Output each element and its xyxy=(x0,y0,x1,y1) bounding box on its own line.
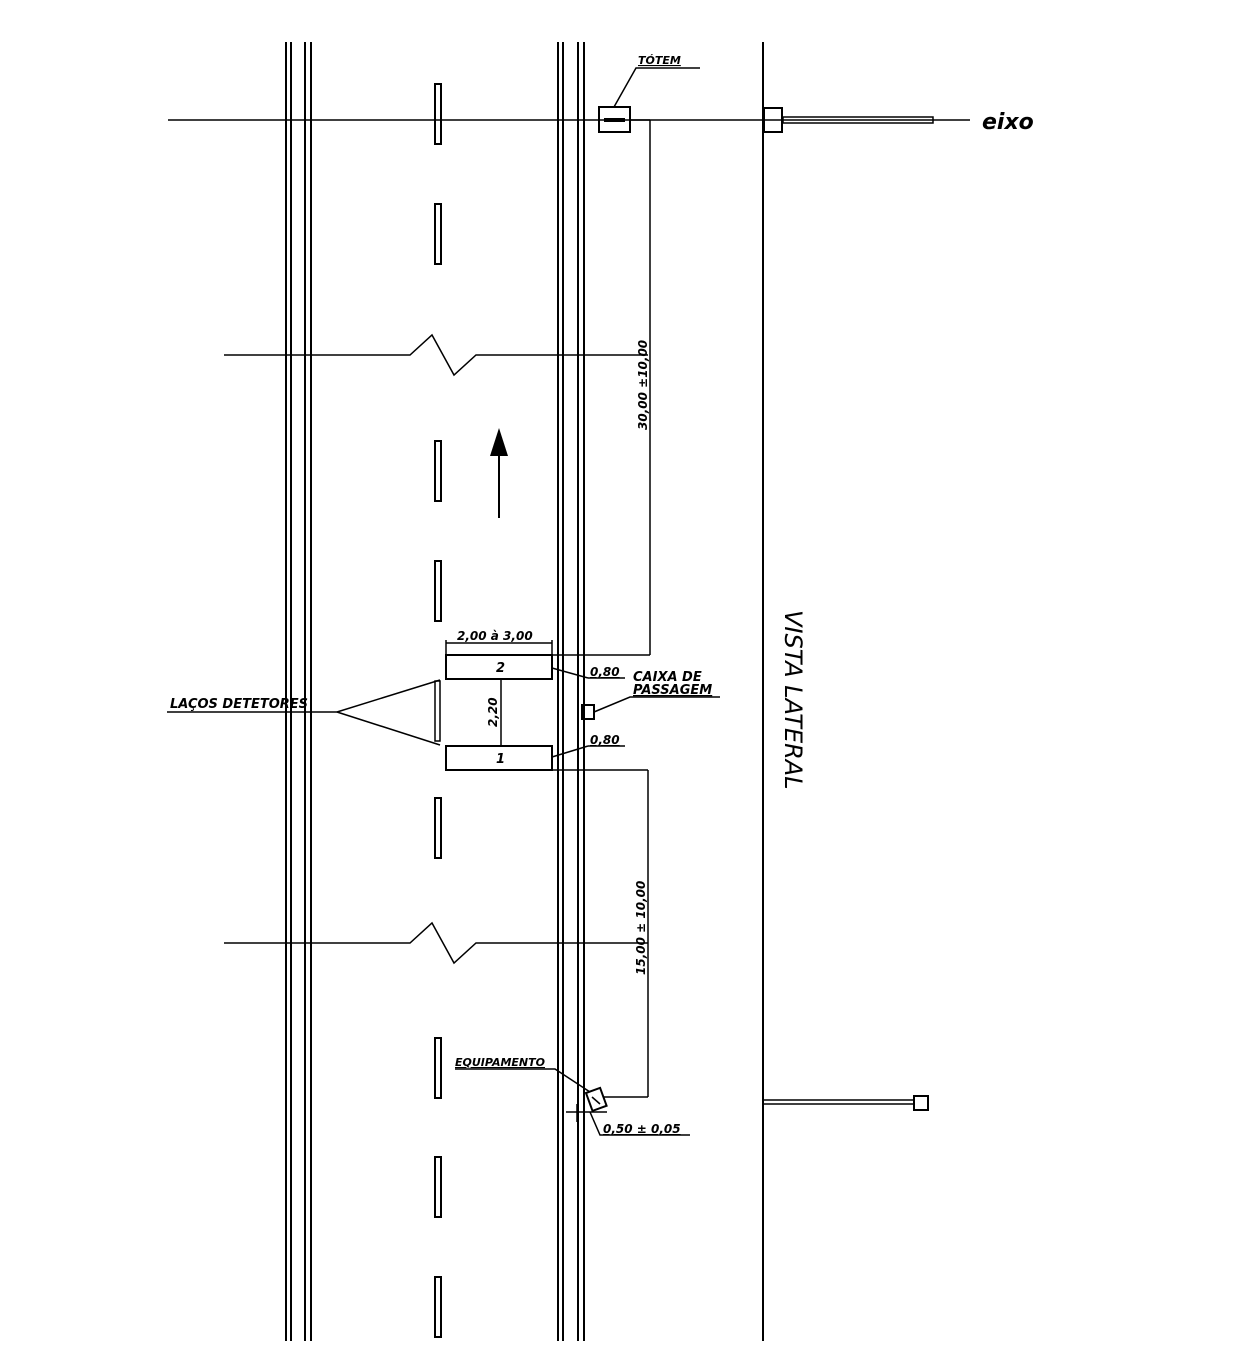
totem-label: TÓTEM xyxy=(638,54,681,67)
lacos-leader xyxy=(167,679,441,746)
detector-loop-2 xyxy=(445,654,553,680)
offset-bottom-leader xyxy=(551,745,625,758)
offset-top-label: 0,80 xyxy=(590,665,620,679)
equipment-icon xyxy=(455,1068,608,1113)
lacos-label: LAÇOS DETETORES xyxy=(170,697,308,712)
lateral-pole-box-top xyxy=(763,107,783,133)
junction-box-icon xyxy=(581,696,720,720)
break-line-top xyxy=(224,333,648,377)
right-road-edge xyxy=(557,42,585,1341)
left-road-edge xyxy=(285,42,312,1341)
detector-loop-1 xyxy=(445,745,553,771)
dimension-label-top: 30,00 ±10,00 xyxy=(636,340,650,430)
equipment-offset-label: 0,50 ± 0,05 xyxy=(603,1122,681,1136)
traffic-direction-arrow xyxy=(490,428,508,518)
offset-top-leader xyxy=(551,667,625,679)
eixo-axis xyxy=(168,116,970,124)
vista-lateral-label: VISTA LATERAL xyxy=(779,610,807,790)
break-line-bottom xyxy=(224,921,648,965)
caixa-label-line2: PASSAGEM xyxy=(633,683,712,698)
loop-feeder xyxy=(434,680,441,742)
lateral-arm-bottom xyxy=(763,1095,929,1111)
lane-dashes xyxy=(434,83,442,1338)
loop-spacing-label: 2,20 xyxy=(486,697,500,727)
loop-length-dimension xyxy=(445,640,553,655)
detector-loop-2-label: 2 xyxy=(496,661,505,676)
offset-bottom-label: 0,80 xyxy=(590,733,620,747)
dimension-loops-to-equipment xyxy=(552,769,649,1098)
eixo-label: eixo xyxy=(982,110,1034,135)
equipment-label: EQUIPAMENTO xyxy=(455,1056,545,1069)
caixa-label-line1: CAIXA DE xyxy=(633,670,702,685)
loop-length-label: 2,00 à 3,00 xyxy=(457,629,533,643)
equipment-offset-dimension xyxy=(566,1104,690,1136)
detector-loop-1-label: 1 xyxy=(496,752,505,767)
dimension-label-bottom: 15,00 ± 10,00 xyxy=(634,881,648,975)
dimension-totem-to-loops xyxy=(552,119,651,656)
